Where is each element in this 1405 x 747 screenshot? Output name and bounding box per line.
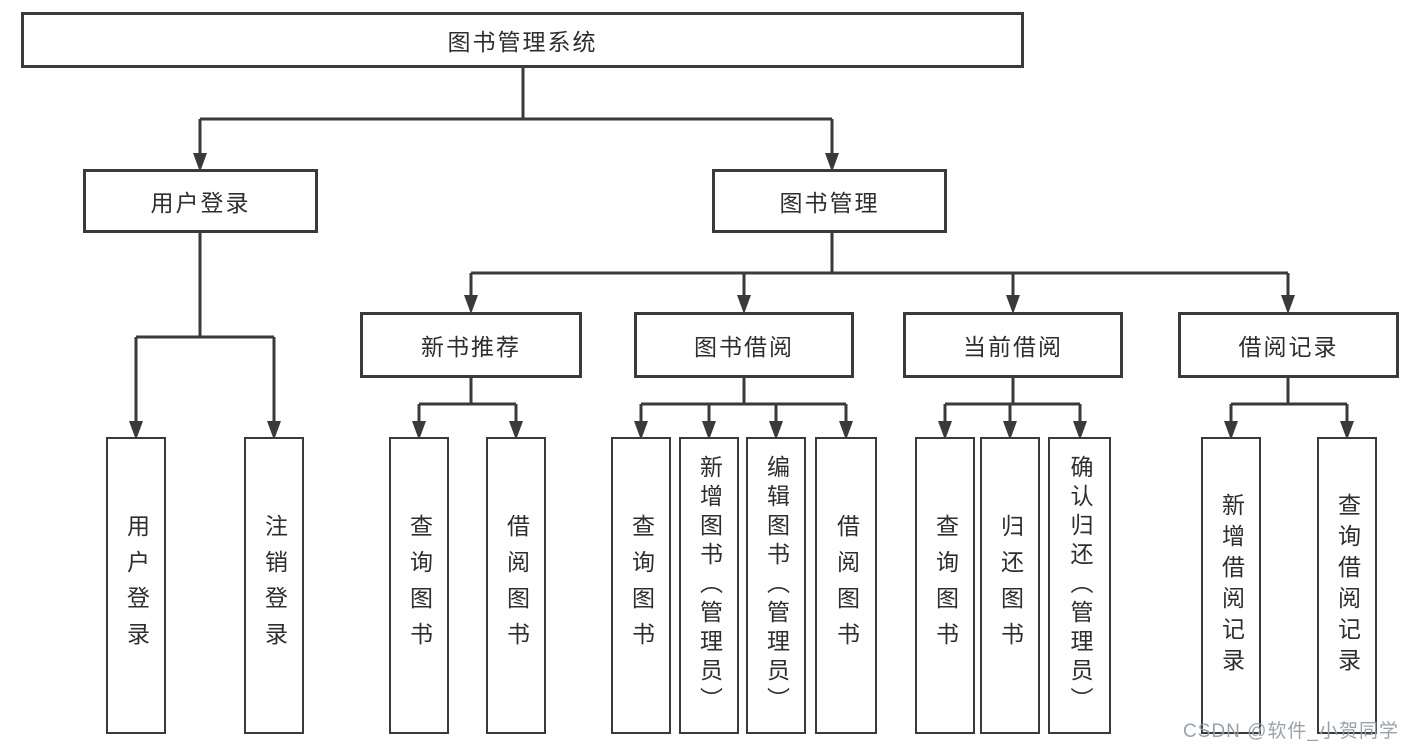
node-label: 归还图书 xyxy=(997,513,1024,658)
node-query-books-borrowing: 查询图书 xyxy=(611,437,671,734)
node-confirm-return-admin: 确认归还（管理员） xyxy=(1048,437,1111,734)
node-label: 借阅记录 xyxy=(1238,334,1339,360)
node-label: 当前借阅 xyxy=(963,334,1063,360)
node-borrow-books-action: 借阅图书 xyxy=(815,437,877,734)
node-label: 新增借阅记录 xyxy=(1218,492,1245,679)
node-label: 图书借阅 xyxy=(694,334,794,360)
node-label: 用户登录 xyxy=(123,513,150,658)
node-query-books-recommend: 查询图书 xyxy=(389,437,449,734)
node-label: 新书推荐 xyxy=(421,334,521,360)
node-user-login-module: 用户登录 xyxy=(83,169,318,233)
node-label: 确认归还（管理员） xyxy=(1067,455,1093,716)
node-current-borrowing: 当前借阅 xyxy=(903,312,1123,378)
node-book-management-module: 图书管理 xyxy=(712,169,947,233)
csdn-watermark: CSDN @软件_小贺同学 xyxy=(1183,721,1399,742)
node-logout-action: 注销登录 xyxy=(244,437,304,734)
node-label: 借阅图书 xyxy=(503,513,530,658)
node-root-label: 图书管理系统 xyxy=(447,29,598,55)
node-label: 借阅图书 xyxy=(833,513,860,658)
node-label: 查询图书 xyxy=(628,513,655,658)
node-label: 图书管理 xyxy=(779,190,880,216)
node-add-books-admin: 新增图书（管理员） xyxy=(679,437,739,734)
node-root-system: 图书管理系统 xyxy=(21,12,1024,68)
arrowheads xyxy=(129,153,1354,440)
node-query-books-current: 查询图书 xyxy=(915,437,975,734)
node-label: 查询借阅记录 xyxy=(1334,492,1361,679)
node-borrow-books-recommend: 借阅图书 xyxy=(486,437,546,734)
node-book-borrowing: 图书借阅 xyxy=(634,312,854,378)
node-add-borrow-record: 新增借阅记录 xyxy=(1201,437,1261,734)
node-user-login-action: 用户登录 xyxy=(106,437,166,734)
node-label: 新增图书（管理员） xyxy=(696,455,723,716)
node-label: 查询图书 xyxy=(932,513,959,658)
node-return-books: 归还图书 xyxy=(980,437,1040,734)
node-label: 用户登录 xyxy=(150,190,251,216)
node-label: 查询图书 xyxy=(406,513,433,658)
node-edit-books-admin: 编辑图书（管理员） xyxy=(746,437,806,734)
node-borrowing-records: 借阅记录 xyxy=(1178,312,1399,378)
node-label: 注销登录 xyxy=(261,513,288,658)
node-label: 编辑图书（管理员） xyxy=(763,455,790,716)
node-new-book-recommend: 新书推荐 xyxy=(360,312,582,378)
node-query-borrow-record: 查询借阅记录 xyxy=(1317,437,1377,734)
